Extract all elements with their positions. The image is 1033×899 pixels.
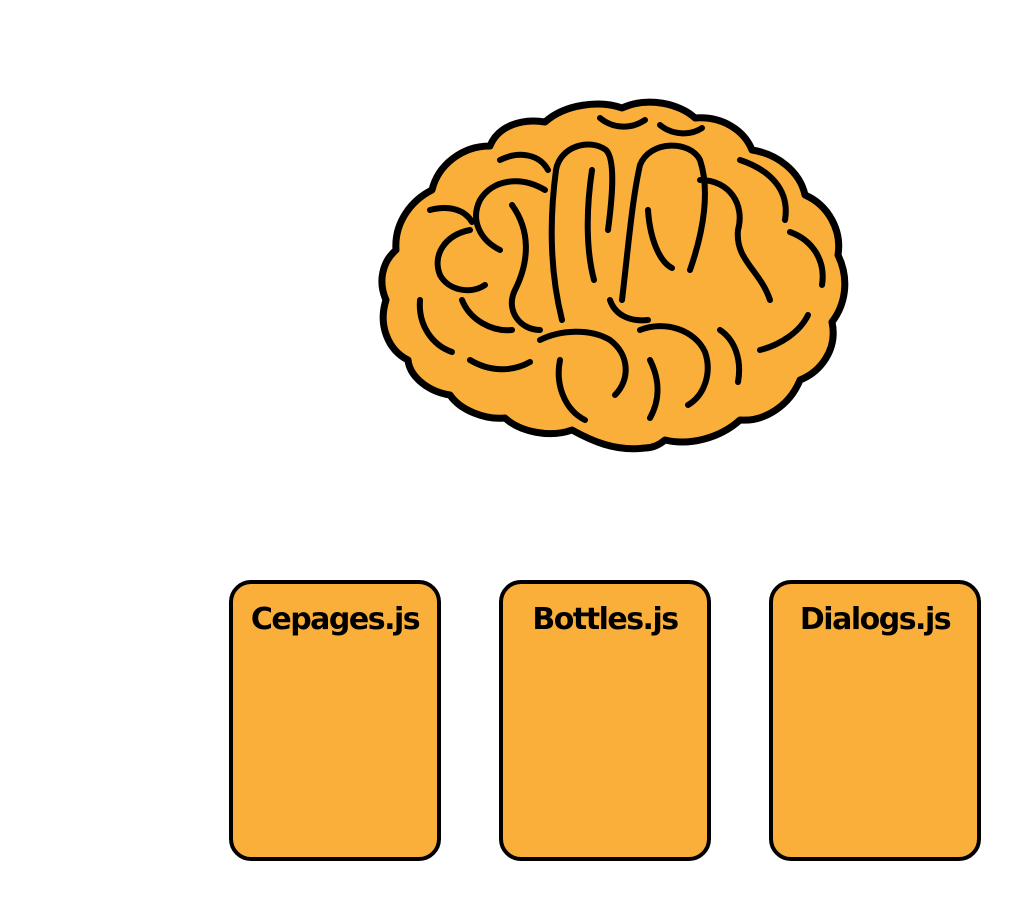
module-card-cepages: Cepages.js <box>229 580 441 861</box>
module-card-bottles: Bottles.js <box>499 580 711 861</box>
module-label: Bottles.js <box>532 602 679 637</box>
brain-icon <box>378 98 849 453</box>
module-label: Dialogs.js <box>799 602 952 637</box>
module-label: Cepages.js <box>250 602 421 637</box>
module-card-dialogs: Dialogs.js <box>769 580 981 861</box>
